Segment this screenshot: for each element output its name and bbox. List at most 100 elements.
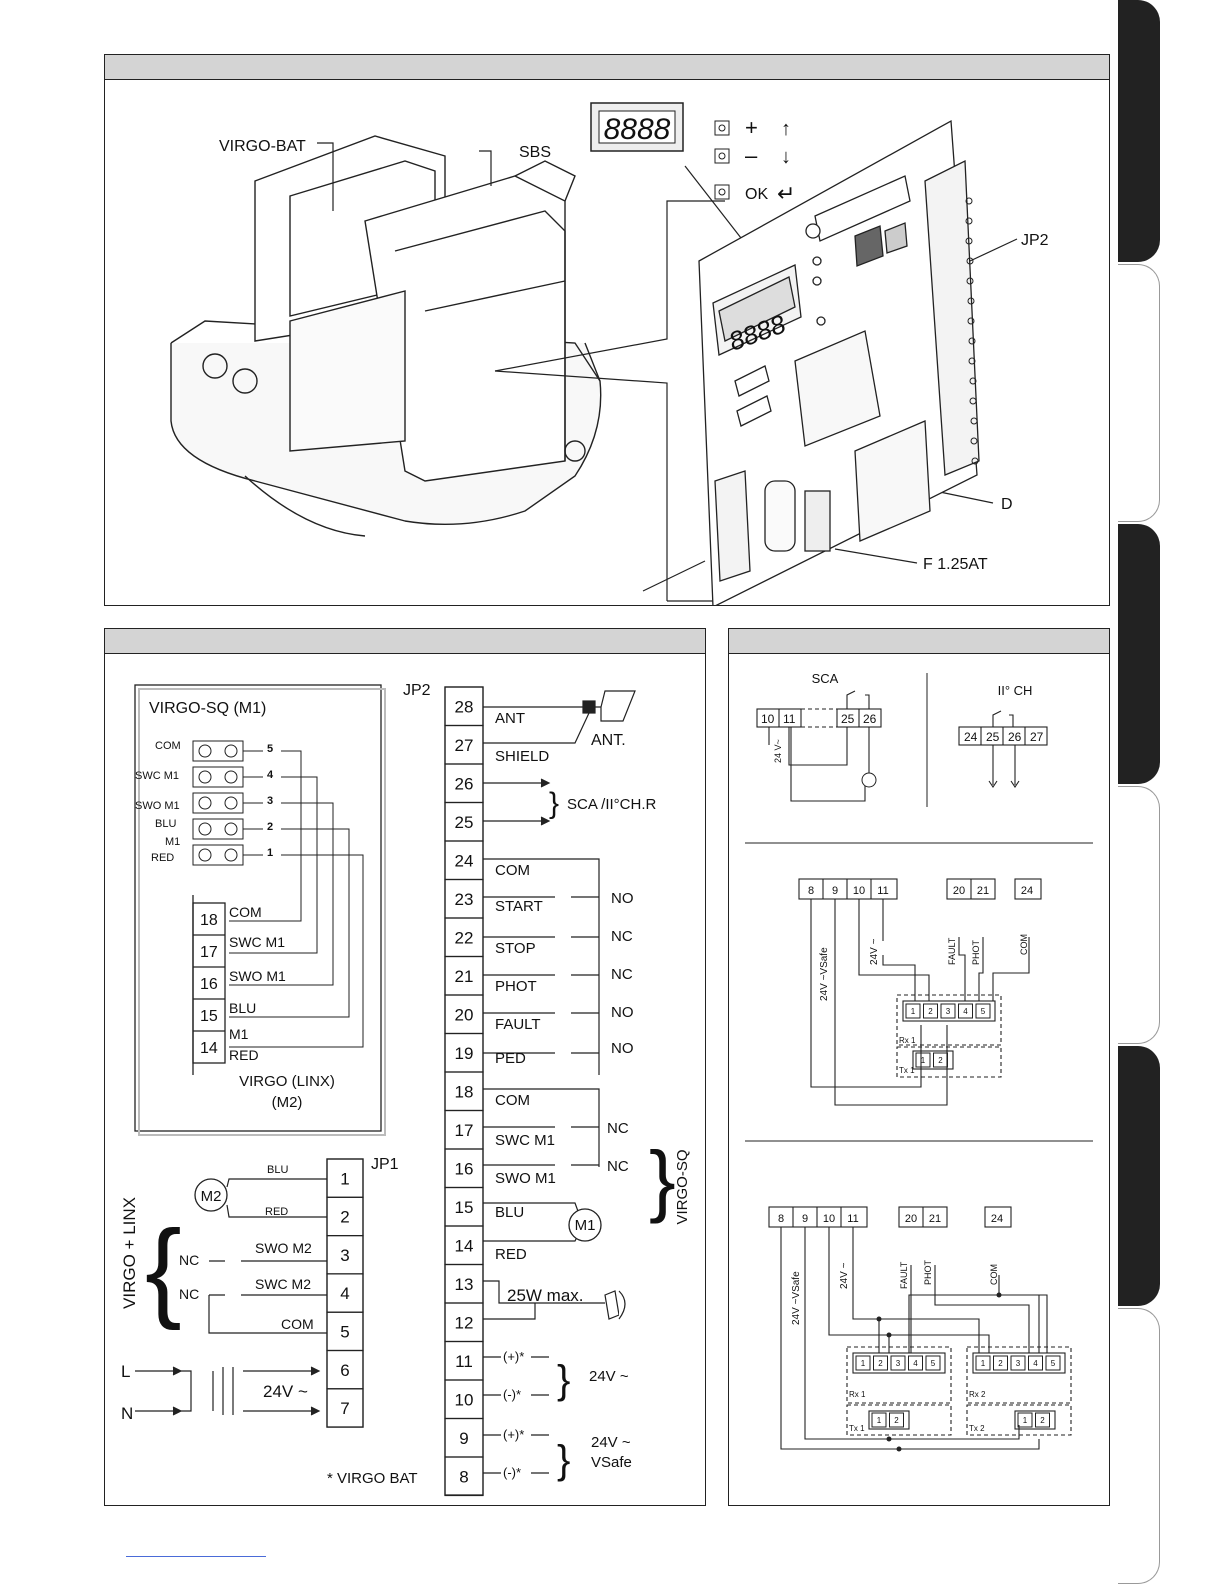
d2-phot: PHOT — [923, 1259, 933, 1285]
virgo-sq-box — [134, 684, 382, 1132]
side-tab-3[interactable] — [1118, 524, 1160, 784]
d2-tx2-2: 2 — [1040, 1416, 1045, 1425]
jp2-terminal-9: 9 — [459, 1429, 468, 1448]
d2-rx1-1: 1 — [861, 1359, 866, 1368]
d2-tx1-1: 1 — [877, 1416, 882, 1425]
jp2-minus-10: (-)* — [503, 1387, 521, 1402]
m1-com-label: COM — [155, 740, 181, 752]
photocell-diagram-1 — [798, 878, 1042, 1106]
jp1-label: JP1 — [371, 1156, 399, 1173]
linx-term-18: 18 — [200, 912, 218, 929]
jp1-com: COM — [281, 1316, 314, 1332]
m1-pin-4: 4 — [267, 769, 274, 781]
ch2-term-24: 24 — [964, 730, 978, 744]
jp2-terminal-14: 14 — [455, 1236, 474, 1255]
d2-rx1-4: 4 — [913, 1359, 918, 1368]
jp2-terminal-17: 17 — [455, 1121, 474, 1140]
d2-vsafe: 24V ~VSafe — [791, 1271, 802, 1325]
side-tab-1[interactable] — [1118, 0, 1160, 262]
jp1-blu: BLU — [267, 1164, 288, 1176]
d2-rx1: Rx 1 — [849, 1390, 866, 1399]
jp2-red: RED — [495, 1246, 527, 1263]
d1-terminal-24: 24 — [1021, 885, 1033, 897]
jp2-com: COM — [495, 862, 530, 879]
jp2-swo: SWO M1 — [495, 1170, 556, 1187]
side-tab-6[interactable] — [1118, 1308, 1160, 1584]
side-tab-2[interactable] — [1118, 264, 1160, 522]
fault-state: NO — [611, 1004, 634, 1021]
footnote: * VIRGO BAT — [327, 1470, 418, 1487]
m2-label: M2 — [201, 1188, 222, 1205]
jp2-plus-9: (+)* — [503, 1427, 524, 1442]
linx-label-red: RED — [229, 1047, 259, 1063]
jp2-fault: FAULT — [495, 1016, 541, 1033]
virgo-sq-vertical: VIRGO-SQ — [674, 1149, 691, 1224]
d1-tx-2: 2 — [938, 1056, 943, 1065]
jp2-terminal-16: 16 — [455, 1159, 474, 1178]
jp2-terminal-24: 24 — [455, 851, 474, 870]
jp1-wiring — [135, 1178, 327, 1416]
m1-m1-label: M1 — [165, 836, 180, 848]
m1-swc-label: SWC M1 — [135, 770, 179, 782]
jp2-phot: PHOT — [495, 978, 537, 995]
sbs-label: SBS — [519, 144, 551, 161]
m1-red-label: RED — [151, 852, 174, 864]
jp2-24v: 24V ~ — [589, 1368, 629, 1385]
virgo-sq-brace: } — [649, 1135, 676, 1224]
ch2-title: II° CH — [998, 683, 1033, 698]
d1-terminal-11: 11 — [877, 885, 888, 897]
button-legend: + ↑ – ↓ OK ↵ — [714, 115, 795, 206]
virgo-linx-vertical: VIRGO + LINX — [120, 1197, 139, 1309]
lamp-label: 25W max. — [507, 1286, 584, 1305]
m1-pin-1: 1 — [267, 847, 273, 859]
virgo-linx-brace: { — [145, 1208, 182, 1331]
jp1-red: RED — [265, 1206, 288, 1218]
m1-swo-label: SWO M1 — [135, 800, 180, 812]
m1-pin-3: 3 — [267, 795, 273, 807]
d1-rx-2: 2 — [928, 1007, 933, 1016]
jp2-terminal-8: 8 — [459, 1467, 468, 1486]
d1-terminal-8: 8 — [808, 885, 814, 897]
jp2-terminal-12: 12 — [455, 1313, 474, 1332]
d2-terminal-9: 9 — [802, 1213, 808, 1225]
d1-rx-3: 3 — [946, 1007, 951, 1016]
jp2-terminal-11: 11 — [455, 1352, 473, 1371]
footer-link[interactable] — [126, 1556, 266, 1557]
jp1-terminal-7: 7 — [340, 1399, 349, 1418]
accessories-diagrams: SCA 10 11 25 26 24 V~ II° CH 24 25 26 27 — [745, 671, 1093, 1452]
jp1-terminal-4: 4 — [340, 1284, 349, 1303]
jp2-stop: STOP — [495, 940, 536, 957]
d2-terminal-24: 24 — [991, 1213, 1003, 1225]
fuse-label: F 1.25AT — [923, 556, 988, 573]
board-overview-panel: 8888 + ↑ – ↓ OK ↵ — [104, 54, 1110, 606]
m1-symbol-label: M1 — [575, 1217, 596, 1234]
accessories-panel: SCA 10 11 25 26 24 V~ II° CH 24 25 26 27 — [728, 628, 1110, 1506]
sca-terminals — [756, 690, 882, 802]
swo-state: NC — [607, 1158, 629, 1175]
m1-pin-5: 5 — [267, 743, 273, 755]
plus-key-label: + — [745, 115, 758, 140]
jp2-terminal-23: 23 — [455, 890, 474, 909]
side-tab-4[interactable] — [1118, 786, 1160, 1044]
d2-v24: 24V ~ — [839, 1262, 850, 1289]
jp2-terminal-19: 19 — [455, 1044, 474, 1063]
sca-v: 24 V~ — [773, 739, 783, 763]
side-tab-5[interactable] — [1118, 1046, 1160, 1306]
jp2-start: START — [495, 898, 543, 915]
d2-rx1-2: 2 — [878, 1359, 883, 1368]
d2-rx2-5: 5 — [1051, 1359, 1056, 1368]
linx-label-m1: M1 — [229, 1026, 249, 1042]
jp2-minus-8: (-)* — [503, 1465, 521, 1480]
d1-terminal-10: 10 — [853, 885, 865, 897]
ch2-term-25: 25 — [986, 730, 1000, 744]
ok-key-label: OK — [745, 186, 768, 203]
sca-lamp-symbol — [861, 772, 877, 788]
d2-terminal-10: 10 — [823, 1213, 835, 1225]
d2-fault: FAULT — [899, 1261, 909, 1289]
d1-phot: PHOT — [971, 939, 981, 965]
m1-blu-label: BLU — [155, 818, 176, 830]
jp2-board-label: JP2 — [1021, 232, 1049, 249]
